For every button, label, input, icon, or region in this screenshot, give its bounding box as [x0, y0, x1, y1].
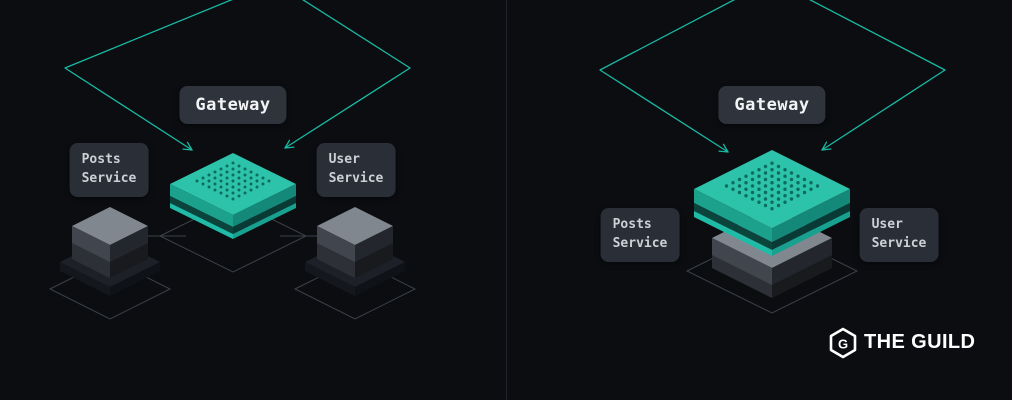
posts-service-label-left: Posts Service: [69, 143, 149, 197]
gateway-label-right: Gateway: [718, 86, 826, 124]
gateway-label-left: Gateway: [179, 86, 287, 124]
platform-dot-grid: [195, 161, 271, 201]
routing-arrows: [64, 0, 411, 151]
posts-service-cube: [72, 207, 148, 278]
routing-arrows: [599, 0, 946, 153]
user-service-label-left: User Service: [316, 143, 396, 197]
posts-service-label-right: Posts Service: [600, 208, 680, 262]
user-service-label-right: User Service: [859, 208, 939, 262]
hexagon-g-icon: G: [829, 327, 857, 359]
logo-glyph: G: [838, 337, 848, 352]
gateway-platform: [170, 153, 296, 239]
gateway-platform: [694, 150, 850, 256]
user-service-cube: [317, 207, 393, 278]
right-diagram: [599, 0, 946, 314]
brand-wordmark: THE GUILD: [864, 331, 976, 353]
left-diagram: [48, 0, 417, 320]
platform-dot-grid: [724, 161, 820, 211]
